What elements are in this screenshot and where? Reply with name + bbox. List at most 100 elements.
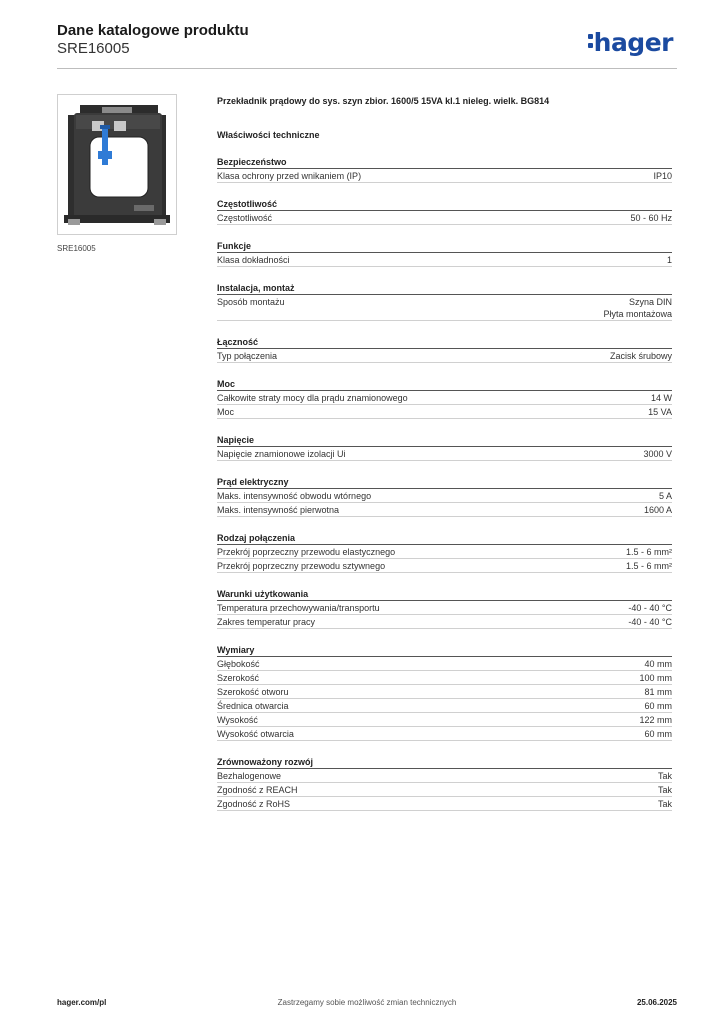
page-footer: hager.com/pl Zastrzegamy sobie możliwość… <box>57 998 677 1012</box>
spec-row: Przekrój poprzeczny przewodu sztywnego 1.… <box>217 559 672 573</box>
section-title: Łączność <box>217 336 672 349</box>
spec-row: Zakres temperatur pracy-40 - 40 °C <box>217 615 672 629</box>
section-title: Bezpieczeństwo <box>217 156 672 169</box>
section-title: Rodzaj połączenia <box>217 532 672 545</box>
spec-row: Napięcie znamionowe izolacji Ui 3000 V <box>217 447 672 461</box>
section-title: Funkcje <box>217 240 672 253</box>
spec-label: Wysokość <box>217 715 258 725</box>
tech-properties-title: Właściwości techniczne <box>217 130 320 140</box>
footer-date: 25.06.2025 <box>636 998 677 1007</box>
spec-row: Wysokość 122 mm <box>217 713 672 727</box>
spec-row: Temperatura przechowywania/transportu -40… <box>217 601 672 615</box>
spec-row: Klasa dokładności 1 <box>217 253 672 267</box>
page-header: Dane katalogowe produktu SRE16005 hager <box>57 22 677 62</box>
spec-row: Typ połączenia Zacisk śrubowy <box>217 349 672 363</box>
spec-label: Klasa ochrony przed wnikaniem (IP) <box>217 171 362 181</box>
spec-label: Przekrój poprzeczny przewodu elastyczneg… <box>217 547 396 557</box>
section-title: Wymiary <box>217 644 672 657</box>
spec-label: Klasa dokładności <box>217 255 290 265</box>
current-transformer-photo-icon <box>58 95 176 234</box>
section-title: Warunki użytkowania <box>217 588 672 601</box>
spec-label: Bezhalogenowe <box>217 771 282 781</box>
spec-row: Szerokość 100 mm <box>217 671 672 685</box>
spec-value: Tak <box>657 771 672 781</box>
spec-value: Tak <box>657 799 672 809</box>
spec-row: Bezhalogenowe Tak <box>217 769 672 783</box>
spec-value: IP10 <box>653 171 672 181</box>
spec-row: Wysokość otwarcia 60 mm <box>217 727 672 741</box>
spec-label: Sposób montażu <box>217 297 285 307</box>
spec-label: Napięcie znamionowe izolacji Ui <box>217 449 346 459</box>
spec-row: Przekrój poprzeczny przewodu elastyczneg… <box>217 545 672 559</box>
hager-logo: hager <box>587 28 674 57</box>
spec-value: 14 W <box>650 393 672 403</box>
spec-row: Głębokość 40 mm <box>217 657 672 671</box>
section-title: Napięcie <box>217 434 672 447</box>
spec-row: Szerokość otworu 81 mm <box>217 685 672 699</box>
spec-label: Średnica otwarcia <box>217 701 289 711</box>
page-title: Dane katalogowe produktu <box>57 22 249 39</box>
spec-value: 122 mm <box>639 715 672 725</box>
spec-value: 60 mm <box>644 701 672 711</box>
spec-content: Przekładnik prądowy do sys. szyn zbior. … <box>217 94 672 811</box>
image-caption: SRE16005 <box>57 244 96 253</box>
spec-label: Maks. intensywność obwodu wtórnego <box>217 491 372 501</box>
spec-value: -40 - 40 °C <box>628 603 672 613</box>
section-title: Prąd elektryczny <box>217 476 672 489</box>
spec-label: Typ połączenia <box>217 351 278 361</box>
spec-label: Wysokość otwarcia <box>217 729 294 739</box>
spec-value: 15 VA <box>648 407 672 417</box>
spec-label: Temperatura przechowywania/transportu <box>217 603 380 613</box>
spec-value: 60 mm <box>644 729 672 739</box>
spec-label: Zgodność z RoHS <box>217 799 291 809</box>
spec-label: Zgodność z REACH <box>217 785 298 795</box>
spec-value: 1.5 - 6 mm² <box>625 561 672 571</box>
spec-row: Zgodność z RoHS Tak <box>217 797 672 811</box>
spec-label: Częstotliwość <box>217 213 273 223</box>
footer-website: hager.com/pl <box>57 998 107 1007</box>
spec-value: 1.5 - 6 mm² <box>625 547 672 557</box>
spec-label: Szerokość otworu <box>217 687 289 697</box>
spec-row: Całkowite straty mocy dla prądu znamiono… <box>217 391 672 405</box>
spec-value: 5 A <box>658 491 672 501</box>
spec-label: Całkowite straty mocy dla prądu znamiono… <box>217 393 408 403</box>
spec-row: Maks. intensywność pierwotna 1600 A <box>217 503 672 517</box>
spec-value: Szyna DIN Płyta montażowa <box>603 297 672 319</box>
spec-row: Średnica otwarcia 60 mm <box>217 699 672 713</box>
spec-label: Maks. intensywność pierwotna <box>217 505 340 515</box>
spec-row: Sposób montażu Szyna DIN Płyta montażowa <box>217 295 672 321</box>
spec-value: 1600 A <box>643 505 672 515</box>
spec-value: 50 - 60 Hz <box>630 213 672 223</box>
spec-label: Zakres temperatur pracy <box>217 617 316 627</box>
spec-value: 3000 V <box>643 449 672 459</box>
spec-value: 1 <box>666 255 672 265</box>
spec-value: Zacisk śrubowy <box>609 351 672 361</box>
header-divider <box>57 68 677 69</box>
spec-label: Szerokość <box>217 673 260 683</box>
spec-row: Częstotliwość 50 - 60 Hz <box>217 211 672 225</box>
section-title: Moc <box>217 378 672 391</box>
spec-value: 40 mm <box>644 659 672 669</box>
section-title: Zrównoważony rozwój <box>217 756 672 769</box>
logo-dots-icon <box>587 34 593 48</box>
product-description: Przekładnik prądowy do sys. szyn zbior. … <box>217 96 550 106</box>
spec-label: Przekrój poprzeczny przewodu sztywnego <box>217 561 386 571</box>
spec-value: 81 mm <box>644 687 672 697</box>
spec-row: Klasa ochrony przed wnikaniem (IP) IP10 <box>217 169 672 183</box>
logo-text: hager <box>593 28 674 57</box>
spec-value: 100 mm <box>639 673 672 683</box>
spec-value: Tak <box>657 785 672 795</box>
spec-label: Głębokość <box>217 659 260 669</box>
